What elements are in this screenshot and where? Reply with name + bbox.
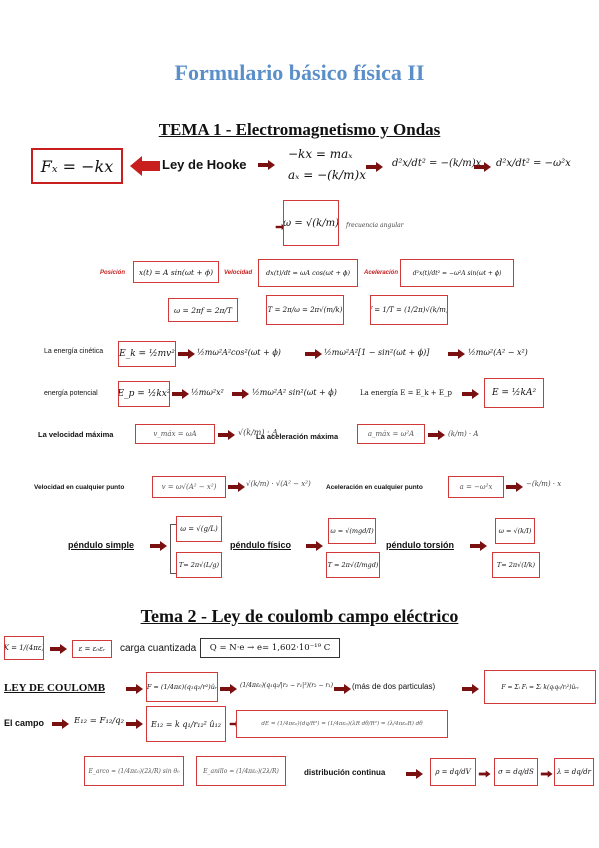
arrow-icon	[470, 541, 487, 551]
arrow-icon	[258, 160, 275, 170]
max-acceleration-eq: (k/m) · A	[448, 430, 479, 438]
angular-frequency-note: frecuencia angular	[346, 222, 404, 229]
kinetic-energy-eq-3: ½mω²A²[1 − sin²(ωt + ϕ)]	[324, 348, 430, 357]
omega-relations-box: ω = 2πf = 2π/T	[168, 298, 238, 322]
ring-field-box: E_anillo = (1/4πε₀)(2λ/R)	[196, 756, 286, 786]
volume-density-box: ρ = dq/dV	[430, 758, 476, 786]
velocity-any-point-eq: √(k/m) · √(A² − x²)	[246, 480, 311, 488]
potential-energy-box: E_p = ½kx²	[118, 381, 170, 407]
torsion-pendulum-omega-box: ω = √(k/I)	[495, 518, 535, 544]
kinetic-energy-label: La energía cinética	[44, 348, 104, 355]
page-title: Formulario básico física II	[174, 60, 425, 85]
hooke-eq-1: −kx = maₓ	[288, 147, 353, 161]
big-left-arrow-icon	[130, 156, 160, 176]
coulomb-law-eq-2: (1/4πε₀)(q₁q₂/|r₂ − r₁|³)(r₂ − r₁)	[240, 682, 334, 689]
arc-field-box: E_arco = (1/4πε₀)(2λ/R) sin θ₀	[84, 756, 184, 786]
electric-field-label: El campo	[4, 718, 45, 728]
position-box: x(t) = A sin(ωt + ϕ)	[133, 261, 219, 283]
arrow-icon	[126, 719, 143, 729]
arrow-icon	[334, 684, 351, 694]
coulomb-law-note: (más de dos particulas)	[352, 682, 436, 691]
coulomb-law-label: LEY DE COULOMB	[4, 682, 106, 694]
frequency-box: f = 1/T = (1/2π)√(k/m)	[370, 295, 448, 325]
arrow-icon	[462, 389, 479, 399]
acceleration-any-point-eq: −(k/m) · x	[526, 480, 562, 488]
coulomb-superposition-box: F = Σᵢ Fᵢ = Σᵢ k(qᵢq₀/rᵢ²)ûᵣᵢ	[484, 670, 596, 704]
arrow-icon	[306, 541, 323, 551]
potential-energy-eq-2: ½mω²x²	[191, 388, 224, 397]
surface-density-box: σ = dq/dS	[494, 758, 538, 786]
hooke-eq-2: aₓ = −(k/m)x	[288, 168, 366, 182]
arrow-icon	[474, 162, 491, 172]
max-acceleration-label: La aceleración máxima	[256, 432, 339, 441]
potential-energy-eq-3: ½mω²A² sin²(ωt + ϕ)	[252, 388, 337, 397]
quantized-charge-box: Q = N·e → e= 1,602·10⁻¹⁹ C	[200, 638, 340, 658]
coulomb-law-box: F = (1/4πε)(q₁q₂/r²)ûᵣ	[146, 672, 218, 702]
arrow-icon	[478, 770, 491, 778]
max-acceleration-box: a_máx = ω²A	[357, 424, 425, 444]
hooke-formula-box: Fₓ = −kx	[31, 148, 123, 184]
torsion-pendulum-period-box: T= 2π√(I/k)	[492, 552, 540, 578]
acceleration-any-point-box: a = −ω²x	[448, 476, 504, 498]
period-box: T = 2π/ω = 2π√(m/k)	[266, 295, 344, 325]
arrow-icon	[220, 684, 237, 694]
arrow-icon	[305, 349, 322, 359]
arrow-icon	[406, 769, 423, 779]
max-velocity-box: v_máx = ωA	[135, 424, 215, 444]
coulomb-constant-box: K = 1/(4πε)	[4, 636, 44, 660]
physical-pendulum-omega-box: ω = √(mgd/I)	[328, 518, 376, 544]
arrow-icon	[228, 482, 245, 492]
field-element-box: dE = (1/4πε₀)(dq/R²) = (1/4πε₀)(λR dθ/R²…	[236, 710, 448, 738]
arrow-icon	[232, 389, 249, 399]
quantized-charge-label: carga cuantizada	[120, 643, 197, 654]
physical-pendulum-period-box: T = 2π√(I/mgd)	[326, 552, 380, 578]
simple-pendulum-label: péndulo simple	[68, 540, 135, 550]
velocity-box: dx(t)/dt = ωA cos(ωt + ϕ)	[258, 259, 358, 287]
acceleration-box: d²x(t)/dt² = −ω²A sin(ωt + ϕ)	[400, 259, 514, 287]
max-velocity-label: La velocidad máxima	[38, 430, 114, 439]
permittivity-box: ε = ε₀εᵣ	[72, 640, 112, 658]
arrow-icon	[540, 770, 553, 778]
linear-density-box: λ = dq/dr	[554, 758, 594, 786]
arrow-icon	[218, 430, 235, 440]
velocity-any-point-label: Velocidad en cualquier punto	[34, 484, 125, 491]
angular-frequency-box: ω = √(k/m)	[283, 200, 339, 246]
electric-field-box: E₁₂ = k q₁/r₁₂² û₁₂	[146, 706, 226, 742]
acceleration-any-point-label: Aceleración en cualquier punto	[326, 484, 423, 491]
hooke-eq-3: d²x/dt² = −(k/m)x	[392, 158, 482, 169]
arrow-icon	[178, 349, 195, 359]
total-energy-box: E = ½kA²	[484, 378, 544, 408]
arrow-icon	[50, 644, 67, 654]
arrow-icon	[428, 430, 445, 440]
arrow-icon	[462, 684, 479, 694]
hooke-eq-4: d²x/dt² = −ω²x	[496, 158, 571, 169]
physical-pendulum-label: péndulo físico	[230, 540, 292, 550]
arrow-icon	[448, 349, 465, 359]
section-heading-tema2: Tema 2 - Ley de coulomb campo eléctrico	[140, 606, 459, 626]
velocity-any-point-box: v = ω√(A² − x²)	[152, 476, 226, 498]
simple-pendulum-omega-box: ω = √(g/L)	[176, 516, 222, 542]
arrow-icon	[52, 719, 69, 729]
arrow-icon	[150, 541, 167, 551]
hooke-label: Ley de Hooke	[162, 157, 247, 172]
arrow-icon	[506, 482, 523, 492]
kinetic-energy-eq-2: ½mω²A²cos²(ωt + ϕ)	[197, 348, 281, 357]
arrow-icon	[126, 684, 143, 694]
kinetic-energy-eq-4: ½mω²(A² − x²)	[468, 348, 528, 357]
kinetic-energy-box: E_k = ½mv²	[118, 341, 176, 367]
bracket	[170, 524, 177, 574]
simple-pendulum-period-box: T= 2π√(L/g)	[176, 552, 222, 578]
electric-field-eq-1: E₁₂ = F₁₂/q₂	[74, 716, 124, 726]
arrow-icon	[172, 389, 189, 399]
total-energy-text: La energía E = E_k + E_p	[360, 389, 452, 397]
arrow-icon	[366, 162, 383, 172]
torsion-pendulum-label: péndulo torsión	[386, 540, 454, 550]
potential-energy-label: energía potencial	[44, 390, 98, 397]
max-velocity-eq: √(k/m) · A	[238, 428, 278, 437]
section-heading-tema1: TEMA 1 - Electromagnetismo y Ondas	[158, 120, 441, 139]
position-label: Posición	[100, 270, 126, 276]
velocity-label: Velocidad	[224, 270, 253, 276]
continuous-distribution-label: distribución continua	[304, 768, 386, 777]
acceleration-label: Aceleración	[364, 270, 399, 276]
